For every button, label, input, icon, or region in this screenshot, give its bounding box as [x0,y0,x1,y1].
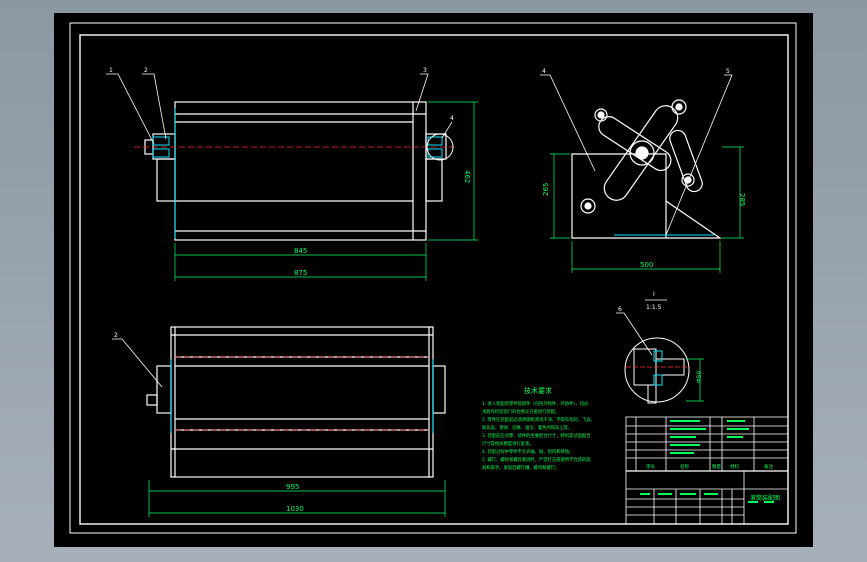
side-dim-right: 285 [738,193,746,206]
parts-header: 序号 名称 数量 材料 备注 [646,463,773,470]
front-view-cyan [152,108,443,239]
tech-note-line: 2. 零件在装配前必须清理和清洗干净，不得有毛刺、飞边、 [482,416,595,423]
front-view-leaders [106,73,453,145]
front-label-4: 4 [450,115,454,122]
drawing-title: 滚筒装配图 [750,494,780,502]
plan-leader [112,338,163,388]
detail-dim-diameter: Φ50 [696,370,703,383]
header-seq: 序号 [646,463,655,470]
title-block [625,416,789,525]
side-label-4: 4 [542,68,546,75]
side-dim-left: 265 [542,183,550,196]
detail-view-circle [624,337,690,403]
detail-dims [686,358,704,402]
plan-label-2: 2 [114,332,118,339]
parts-list-text [640,420,774,503]
detail-scale: 1:1.5 [646,304,662,311]
tech-note-line: 尺寸及相关精度进行复查。 [482,440,534,447]
front-dims [174,101,478,281]
side-dim-width: 500 [640,261,653,269]
header-qty: 数量 [712,463,721,470]
front-dim-outer: 875 [294,269,307,277]
cad-viewport[interactable]: 1 2 3 4 845 875 462 [54,13,813,547]
outer-frame [69,22,797,534]
tech-note-line: 5. 螺钉、螺栓和螺母紧固时，严禁打击或使用不合适的旋 [482,456,591,463]
side-view [571,99,722,239]
detail-view-cyan [653,350,663,386]
plan-dim-outer: 1030 [286,505,304,513]
header-name: 名称 [680,463,689,470]
inner-frame [79,34,789,525]
tech-note-line: 须具有检验部门的合格证方能进行装配。 [482,408,559,415]
side-dims [550,146,744,273]
plan-dim-inner: 995 [286,483,299,491]
plan-view-axes [175,356,429,431]
front-dim-inner: 845 [294,247,307,255]
plan-view-cyan [170,359,434,433]
header-material: 材料 [730,463,739,470]
front-label-3: 3 [423,67,427,74]
tech-note-line: 具和扳手。紧固后螺钉槽、螺母和螺钉。 [482,464,559,471]
front-label-2: 2 [144,67,148,74]
side-label-5: 5 [726,68,730,75]
tech-notes-title: 技术要求 [524,386,552,395]
tech-notes: 1. 进入装配的零件及部件（包括外购件、外协件），均必 须具有检验部门的合格证方… [482,400,595,471]
detail-title: I [653,291,655,298]
side-leaders [540,74,733,236]
plan-dims [148,480,446,517]
front-view [144,101,447,241]
tech-note-line: 3. 装配前应对零、部件的主要配合尺寸，特别是过盈配合 [482,432,591,439]
tech-note-line: 氧化皮、锈蚀、切屑、油污、着色剂和灰尘等。 [482,424,572,431]
front-label-1: 1 [109,67,113,74]
assembly-drawing: 1 2 3 4 845 875 462 [69,22,797,534]
plan-view [146,326,446,478]
header-note: 备注 [764,463,773,470]
detail-circle [426,133,454,161]
detail-label-6: 6 [618,306,622,313]
front-dim-height: 462 [463,170,471,183]
tech-note-line: 1. 进入装配的零件及部件（包括外购件、外协件），均必 [482,400,589,407]
detail-leader [616,312,653,356]
tech-note-line: 4. 装配过程中零件不允许磕、碰、划伤和锈蚀。 [482,448,573,455]
